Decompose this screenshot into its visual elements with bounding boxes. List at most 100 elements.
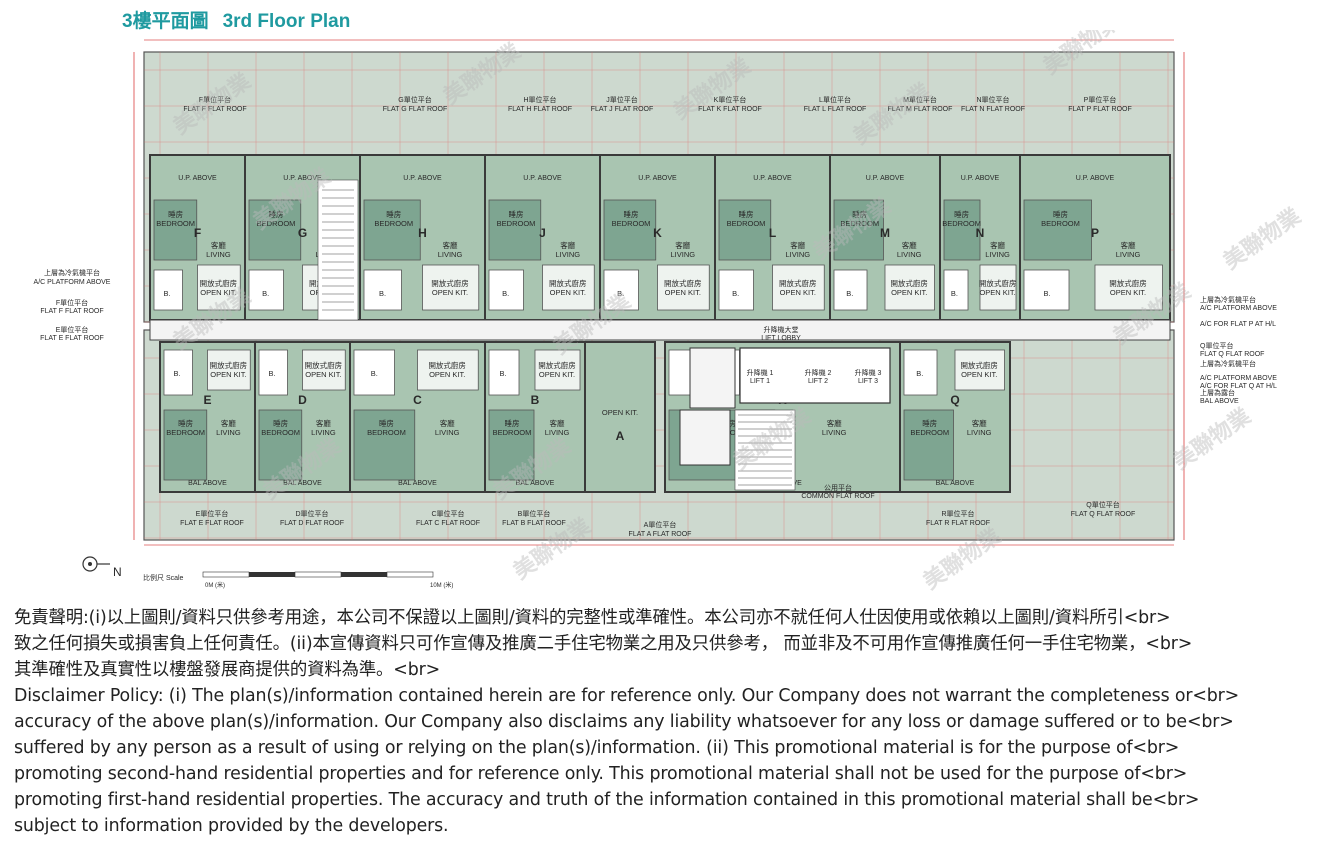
bedroom-en: BEDROOM [257,219,296,228]
flat-roof-zh: F單位平台 [199,95,231,104]
kitchen-zh: 開放式廚房 [890,278,928,288]
unit-letter: N [976,226,985,240]
flat-outline [584,341,656,493]
bath-label: B. [371,369,378,378]
up-above-label: U.P. ABOVE [866,175,905,182]
flat-roof-en: FLAT P FLAT ROOF [1068,106,1132,113]
living-en: LIVING [985,250,1010,259]
bathroom [363,269,402,311]
living-en: LIVING [311,428,336,437]
kitchen-zh: 開放式廚房 [538,360,576,370]
kitchen-en: OPEN KIT. [305,370,341,379]
unit-letter: G [298,226,307,240]
flat-roof-en: FLAT F FLAT ROOF [183,106,246,113]
bedroom-en: BEDROOM [261,428,300,437]
bath-label: B. [379,289,386,298]
scale-bar [202,571,434,578]
lift-core [739,347,891,404]
kitchen-area [1094,264,1163,311]
flat-roof-en: FLAT G FLAT ROOF [383,106,447,113]
bedroom-en: BEDROOM [156,219,195,228]
scale-label: 比例尺 Scale [143,573,184,582]
bedroom-zh: 睡房 [269,209,284,219]
flat-roof-zh: E單位平台 [196,509,229,518]
unit-letter: P [1091,226,1099,240]
bathroom [833,269,868,311]
left-note-ac-zh: 上層為冷氣機平台 [44,268,100,277]
unit-letter: B [531,393,540,407]
kitchen-en: OPEN KIT. [780,288,816,297]
bal-above-label: BAL ABOVE [516,480,555,487]
right-note: FLAT Q FLAT ROOF [1200,351,1264,358]
bathroom [488,269,524,311]
bathroom [718,269,754,311]
bedroom-zh: 睡房 [624,209,639,219]
bedroom-zh: 睡房 [922,418,937,428]
right-note: BAL ABOVE [1200,398,1239,405]
bedroom-area [353,409,416,481]
lift-1-en: LIFT 1 [750,378,770,385]
kitchen-zh: 開放式廚房 [664,278,702,288]
left-note-e-en: FLAT E FLAT ROOF [40,335,104,342]
bedroom-en: BEDROOM [942,219,981,228]
lift-lobby-en: LIFT LOBBY [761,335,801,342]
kitchen-en: OPEN KIT. [539,370,575,379]
flat-roof-zh: D單位平台 [295,509,328,518]
disclaimer: 免責聲明:(i)以上圖則/資料只供參考用途，本公司不保證以上圖則/資料的完整性或… [14,605,1310,839]
bedroom-en: BEDROOM [374,219,413,228]
kitchen-area [534,349,581,391]
scale-end: 10M (米) [430,581,453,589]
bathroom [353,349,395,396]
living-en: LIVING [545,428,570,437]
kitchen-en: OPEN KIT. [961,370,997,379]
kitchen-zh: 開放式廚房 [779,278,817,288]
unit-letter: L [769,226,776,240]
north-arrow [82,556,110,572]
bath-label: B. [164,289,171,298]
kitchen-area [417,349,479,391]
bath-label: B. [499,369,506,378]
left-note-f-en: FLAT F FLAT ROOF [40,308,103,315]
bedroom-zh: 睡房 [954,209,969,219]
flat-roof-zh: A單位平台 [644,520,677,529]
left-note-f-zh: F單位平台 [56,298,88,307]
bedroom-zh: 睡房 [1053,209,1068,219]
kitchen-en: OPEN KIT. [429,370,465,379]
living-en: LIVING [438,250,463,259]
disclaimer-zh-line: 免責聲明:(i)以上圖則/資料只供參考用途，本公司不保證以上圖則/資料的完整性或… [14,608,1171,628]
bedroom-zh: 睡房 [852,209,867,219]
kitchen-area [422,264,480,311]
bath-label: B. [174,369,181,378]
living-zh: 客廳 [560,240,575,250]
left-note-e-zh: E單位平台 [56,325,89,334]
bedroom-en: BEDROOM [840,219,879,228]
lift-2-label: 升降機 2 [805,368,832,377]
kitchen-area [884,264,935,311]
disclaimer-en-line: promoting first-hand residential propert… [14,790,1200,810]
living-en: LIVING [435,428,460,437]
kitchen-area [197,264,241,311]
flat-roof-zh: G單位平台 [398,95,431,104]
flat-roof-zh: B單位平台 [518,509,551,518]
kitchen-en: OPEN KIT. [550,288,586,297]
living-zh: 客廳 [221,418,236,428]
living-zh: 客廳 [1121,240,1137,250]
bedroom-area [153,199,198,261]
up-above-label: U.P. ABOVE [753,175,792,182]
flat-roof-zh: R單位平台 [941,509,974,518]
unit-letter: F [194,226,201,240]
left-note-ac-en: A/C PLATFORM ABOVE [34,279,111,286]
living-en: LIVING [786,250,811,259]
kitchen-zh: 開放式廚房 [960,360,998,370]
living-en: LIVING [216,428,241,437]
up-above-label: U.P. ABOVE [403,175,442,182]
living-en: LIVING [556,250,581,259]
living-en: LIVING [822,428,847,437]
right-note: A/C PLATFORM ABOVE [1200,375,1277,382]
flat-roof-en: FLAT D FLAT ROOF [280,520,344,527]
stair-top [317,179,359,321]
bedroom-zh: 睡房 [739,209,754,219]
